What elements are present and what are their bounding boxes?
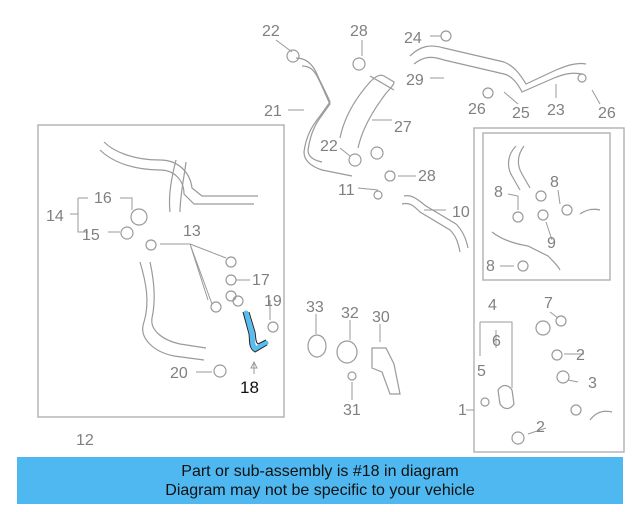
callout-21: 21 (264, 103, 282, 120)
callout-numbers: 22 28 24 29 26 25 23 26 21 27 22 28 11 1… (46, 23, 616, 449)
callout-23: 23 (547, 102, 565, 119)
callout-19: 19 (264, 293, 282, 310)
callout-18-highlighted: 18 (240, 378, 259, 397)
callout-22a: 22 (262, 23, 280, 40)
callout-20: 20 (170, 365, 188, 382)
left-box-hoses (99, 141, 279, 378)
callout-9: 9 (547, 235, 556, 252)
callout-27: 27 (394, 119, 412, 136)
callout-2b: 2 (536, 419, 545, 436)
callout-29: 29 (406, 72, 424, 89)
callout-30: 30 (372, 309, 390, 326)
banner-line-2: Diagram may not be specific to your vehi… (165, 481, 475, 499)
top-hoses (286, 30, 587, 253)
callout-4: 4 (488, 297, 497, 314)
callout-17: 17 (252, 272, 270, 289)
callout-28a: 28 (350, 23, 368, 40)
callout-24: 24 (404, 30, 422, 47)
right-inner-box (482, 132, 611, 281)
callout-3: 3 (588, 375, 597, 392)
callout-2a: 2 (576, 347, 585, 364)
callout-32: 32 (341, 305, 359, 322)
callout-10: 10 (452, 204, 470, 221)
leader-lines (70, 35, 601, 435)
callout-22b: 22 (320, 138, 338, 155)
callout-33: 33 (306, 299, 324, 316)
callout-13: 13 (183, 223, 201, 240)
callout-12: 12 (76, 432, 94, 449)
part-18-outline (242, 311, 268, 353)
callout-8c: 8 (486, 258, 495, 275)
callout-6: 6 (492, 333, 501, 350)
part-18-hose[interactable] (243, 310, 269, 352)
callout-8b: 8 (550, 174, 559, 191)
right-box-parts (480, 145, 613, 445)
callout-8a: 8 (494, 184, 503, 201)
callout-28b: 28 (418, 168, 436, 185)
callout-15: 15 (82, 227, 100, 244)
callout-11: 11 (338, 182, 355, 199)
callout-26a: 26 (468, 101, 486, 118)
callout-31: 31 (343, 402, 361, 419)
callout-5: 5 (477, 363, 486, 380)
left-group-box (37, 124, 285, 418)
info-banner: Part or sub-assembly is #18 in diagram D… (17, 457, 623, 504)
callout-7: 7 (544, 295, 553, 312)
right-group-box (473, 127, 625, 453)
callout-16: 16 (94, 190, 112, 207)
callout-1: 1 (458, 402, 467, 419)
middle-parts (307, 334, 401, 395)
callout-14: 14 (46, 208, 64, 225)
callout-26b: 26 (598, 105, 616, 122)
banner-line-1: Part or sub-assembly is #18 in diagram (181, 462, 459, 480)
callout-25: 25 (512, 105, 530, 122)
